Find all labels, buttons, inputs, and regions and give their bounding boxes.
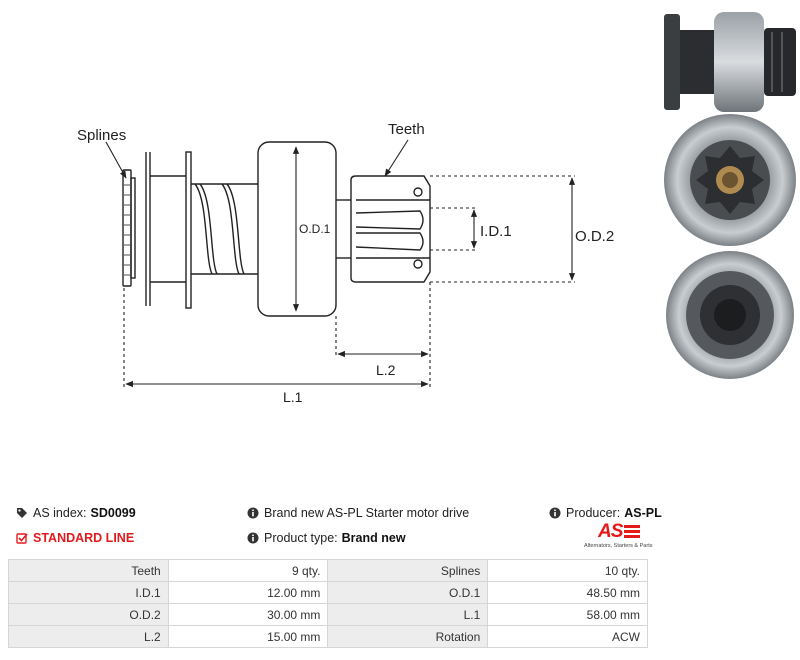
- info-circle-icon: [247, 507, 259, 519]
- spec-key: Rotation: [327, 625, 489, 648]
- product-type-label: Product type:: [264, 531, 338, 545]
- spec-value: 48.50 mm: [487, 581, 648, 604]
- spec-key: I.D.1: [8, 581, 169, 604]
- spec-key: O.D.2: [8, 603, 169, 626]
- logo-tagline: Alternators, Starters & Parts: [584, 543, 653, 549]
- product-info: AS index: SD0099 STANDARD LINE Brand new…: [0, 500, 800, 560]
- spec-value: 58.00 mm: [487, 603, 648, 626]
- spec-value: 9 qty.: [167, 559, 329, 582]
- spec-key: Splines: [327, 559, 489, 582]
- spline-hatching: [124, 184, 130, 276]
- technical-diagram: Splines Teeth O.D.1 I.D.1 O.D.2 L.2 L.1: [77, 121, 614, 405]
- spec-value: 30.00 mm: [167, 603, 329, 626]
- description: Brand new AS-PL Starter motor drive: [247, 506, 469, 520]
- logo-stripes-icon: [624, 525, 640, 538]
- spec-value: 15.00 mm: [167, 625, 329, 648]
- label-l1: L.1: [283, 389, 303, 405]
- spec-value: 12.00 mm: [167, 581, 329, 604]
- logo-mark: AS: [598, 521, 623, 542]
- as-pl-logo: AS Alternators, Starters & Parts: [584, 521, 654, 553]
- info-circle-icon: [247, 532, 259, 544]
- producer-label: Producer:: [566, 506, 621, 520]
- spec-value: ACW: [487, 625, 648, 648]
- table-row: I.D.1 12.00 mm O.D.1 48.50 mm: [8, 581, 648, 604]
- spec-key: L.2: [8, 625, 169, 648]
- label-od1: O.D.1: [299, 222, 331, 236]
- as-index: AS index: SD0099: [16, 506, 136, 520]
- as-index-label: AS index:: [33, 506, 87, 520]
- product-type: Product type: Brand new: [247, 531, 406, 545]
- label-l2: L.2: [376, 362, 396, 378]
- producer: Producer: AS-PL: [549, 506, 662, 520]
- label-id1: I.D.1: [480, 223, 512, 240]
- description-text: Brand new AS-PL Starter motor drive: [264, 506, 470, 520]
- spec-value: 10 qty.: [487, 559, 648, 582]
- spec-key: O.D.1: [327, 581, 489, 604]
- label-splines: Splines: [77, 127, 126, 144]
- specs-table: Teeth 9 qty. Splines 10 qty. I.D.1 12.00…: [8, 559, 648, 648]
- table-row: L.2 15.00 mm Rotation ACW: [8, 625, 648, 648]
- check-square-icon: [16, 533, 28, 544]
- tag-icon: [17, 508, 27, 518]
- standard-line-label: STANDARD LINE: [33, 531, 135, 545]
- spec-key: L.1: [327, 603, 489, 626]
- spec-key: Teeth: [8, 559, 169, 582]
- as-index-value: SD0099: [90, 506, 136, 520]
- product-type-value: Brand new: [341, 531, 406, 545]
- starter-drive-outline: [122, 141, 431, 317]
- info-circle-icon: [549, 507, 561, 519]
- label-teeth: Teeth: [388, 121, 425, 138]
- table-row: Teeth 9 qty. Splines 10 qty.: [8, 559, 648, 582]
- label-od2: O.D.2: [575, 228, 614, 245]
- standard-line: STANDARD LINE: [16, 531, 134, 545]
- table-row: O.D.2 30.00 mm L.1 58.00 mm: [8, 603, 648, 626]
- producer-value: AS-PL: [624, 506, 662, 520]
- dimension-lines: [105, 139, 576, 390]
